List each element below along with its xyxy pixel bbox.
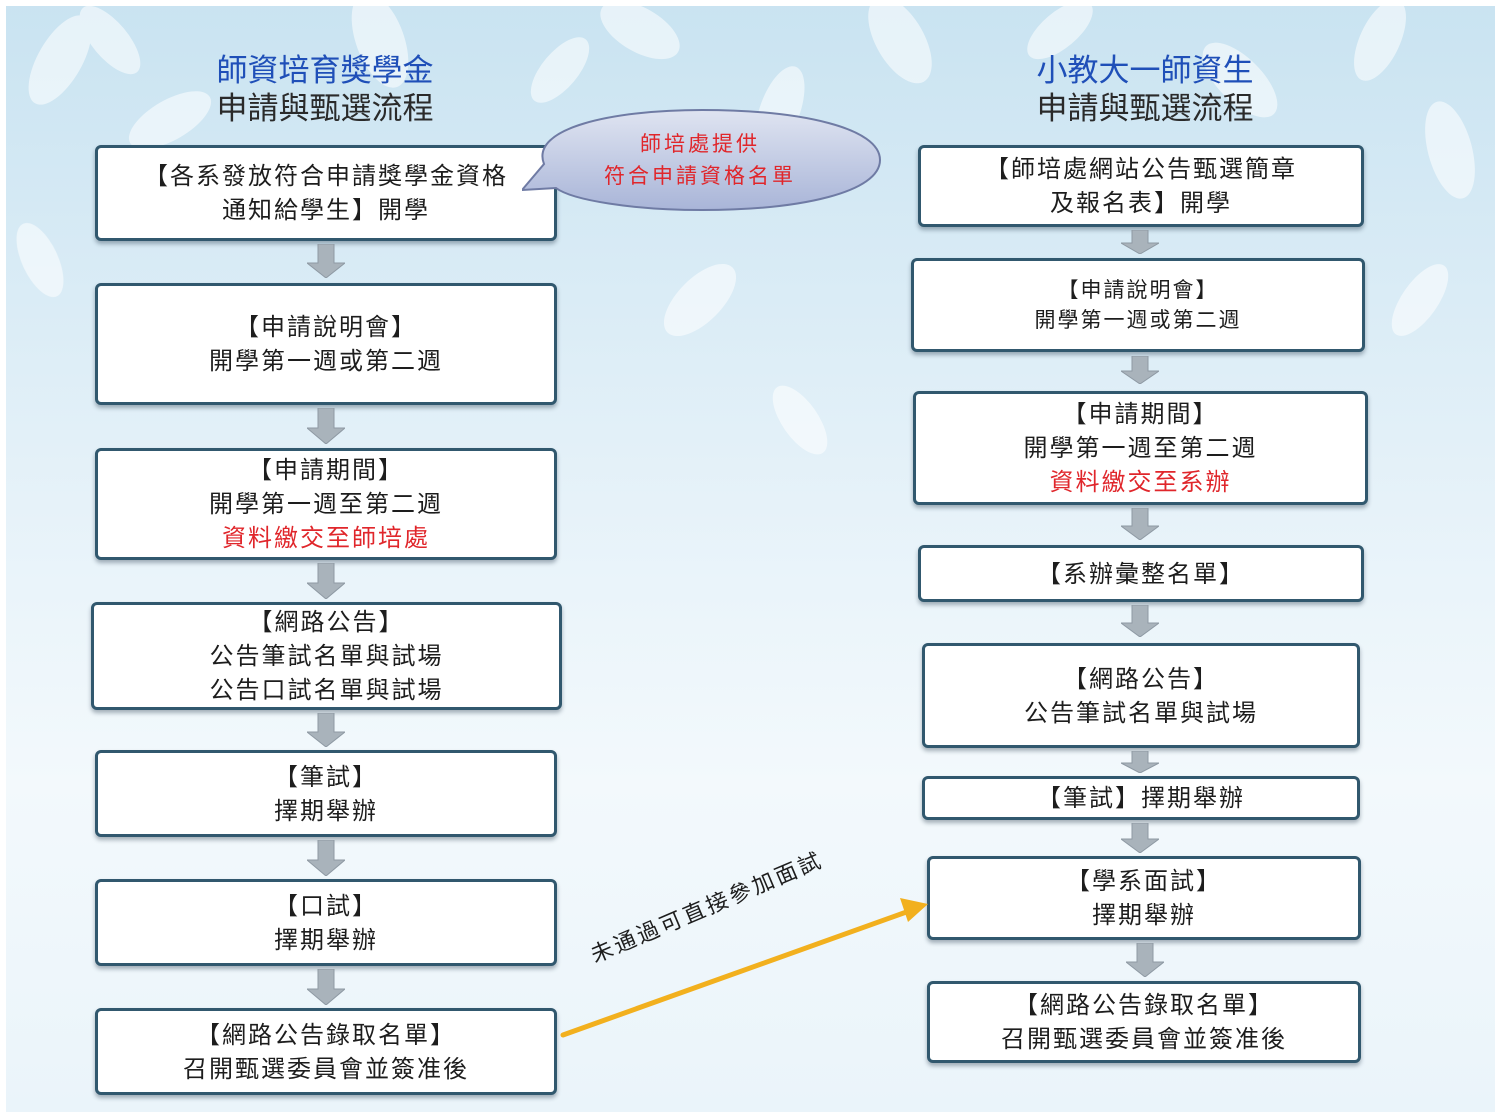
left-step-1: 【各系發放符合申請獎學金資格 通知給學生】開學: [95, 145, 557, 241]
left-step-6: 【口試】 擇期舉辦: [95, 879, 557, 966]
step-text: 公告筆試名單與試場: [209, 642, 444, 670]
left-step-2: 【申請說明會】 開學第一週或第二週: [95, 283, 557, 405]
step-text: 【申請說明會】: [1057, 278, 1219, 302]
step-text: 【申請期間】: [1062, 400, 1219, 428]
step-text: 開學第一週至第二週: [1023, 434, 1258, 462]
left-step-7: 【網路公告錄取名單】 召開甄選委員會並簽准後: [95, 1008, 557, 1095]
step-text: 【網路公告錄取名單】: [1014, 991, 1274, 1019]
step-text: 【學系面試】: [1066, 867, 1222, 895]
step-text: 【系辦彙整名單】: [1037, 559, 1245, 588]
right-step-7: 【學系面試】 擇期舉辦: [927, 856, 1361, 940]
step-text: 公告口試名單與試場: [209, 676, 444, 704]
callout-text: 師培處提供 符合申請資格名單: [575, 128, 825, 192]
step-text: 【筆試】擇期舉辦: [1037, 784, 1245, 812]
step-text: 召開甄選委員會並簽准後: [183, 1054, 469, 1083]
down-arrow-icon: [1121, 356, 1159, 384]
left-title-line1: 師資培育獎學金: [216, 53, 434, 89]
step-text: 【申請期間】: [248, 456, 404, 484]
step-text: 【筆試】: [274, 762, 378, 791]
step-text: 【口試】: [274, 891, 378, 920]
down-arrow-icon: [307, 408, 345, 444]
step-text: 擇期舉辦: [274, 796, 378, 825]
right-step-8: 【網路公告錄取名單】 召開甄選委員會並簽准後: [927, 981, 1361, 1063]
step-text: 【各系發放符合申請獎學金資格: [144, 162, 508, 190]
step-text: 擇期舉辦: [274, 925, 378, 954]
step-text: 【網路公告】: [1063, 664, 1219, 693]
left-step-4: 【網路公告】 公告筆試名單與試場 公告口試名單與試場: [91, 602, 562, 710]
step-text: 公告筆試名單與試場: [1024, 698, 1258, 727]
step-text: 【申請說明會】: [235, 313, 417, 341]
left-step-5: 【筆試】 擇期舉辦: [95, 750, 557, 837]
down-arrow-icon: [1121, 230, 1159, 254]
right-step-2: 【申請說明會】 開學第一週或第二週: [911, 258, 1365, 352]
step-text: 擇期舉辦: [1092, 901, 1196, 929]
right-step-6: 【筆試】擇期舉辦: [922, 776, 1360, 820]
step-text: 開學第一週或第二週: [1034, 308, 1242, 332]
left-step-3: 【申請期間】 開學第一週至第二週 資料繳交至師培處: [95, 448, 557, 560]
callout-line2: 符合申請資格名單: [604, 164, 796, 188]
down-arrow-icon: [1121, 751, 1159, 773]
step-text: 【師培處網站公告甄選簡章: [985, 155, 1297, 183]
right-step-4: 【系辦彙整名單】: [918, 545, 1364, 602]
right-title-line2: 申請與甄選流程: [1036, 91, 1254, 127]
step-text: 通知給學生】開學: [222, 196, 430, 224]
right-step-1: 【師培處網站公告甄選簡章 及報名表】開學: [918, 145, 1364, 227]
right-column-title: 小教大一師資生 申請與甄選流程: [960, 52, 1330, 128]
step-highlight-text: 資料繳交至系辦: [1049, 468, 1232, 496]
down-arrow-icon: [1126, 943, 1164, 977]
right-step-3: 【申請期間】 開學第一週至第二週 資料繳交至系辦: [913, 391, 1368, 505]
step-text: 召開甄選委員會並簽准後: [1001, 1025, 1287, 1053]
left-title-line2: 申請與甄選流程: [216, 91, 434, 127]
step-highlight-text: 資料繳交至師培處: [222, 524, 430, 552]
down-arrow-icon: [307, 840, 345, 876]
step-text: 【網路公告】: [248, 608, 405, 636]
right-step-5: 【網路公告】 公告筆試名單與試場: [922, 643, 1360, 748]
step-text: 【網路公告錄取名單】: [196, 1020, 456, 1049]
step-text: 及報名表】開學: [1050, 189, 1232, 217]
down-arrow-icon: [1121, 508, 1159, 540]
down-arrow-icon: [1121, 605, 1159, 637]
callout-line1: 師培處提供: [640, 132, 760, 156]
down-arrow-icon: [1121, 823, 1159, 853]
down-arrow-icon: [307, 969, 345, 1005]
callout-bubble: [522, 108, 882, 212]
step-text: 開學第一週或第二週: [209, 347, 443, 375]
right-title-line1: 小教大一師資生: [1036, 53, 1254, 89]
down-arrow-icon: [307, 563, 345, 599]
left-column-title: 師資培育獎學金 申請與甄選流程: [140, 52, 510, 128]
down-arrow-icon: [307, 713, 345, 747]
step-text: 開學第一週至第二週: [209, 490, 443, 518]
down-arrow-icon: [307, 244, 345, 278]
